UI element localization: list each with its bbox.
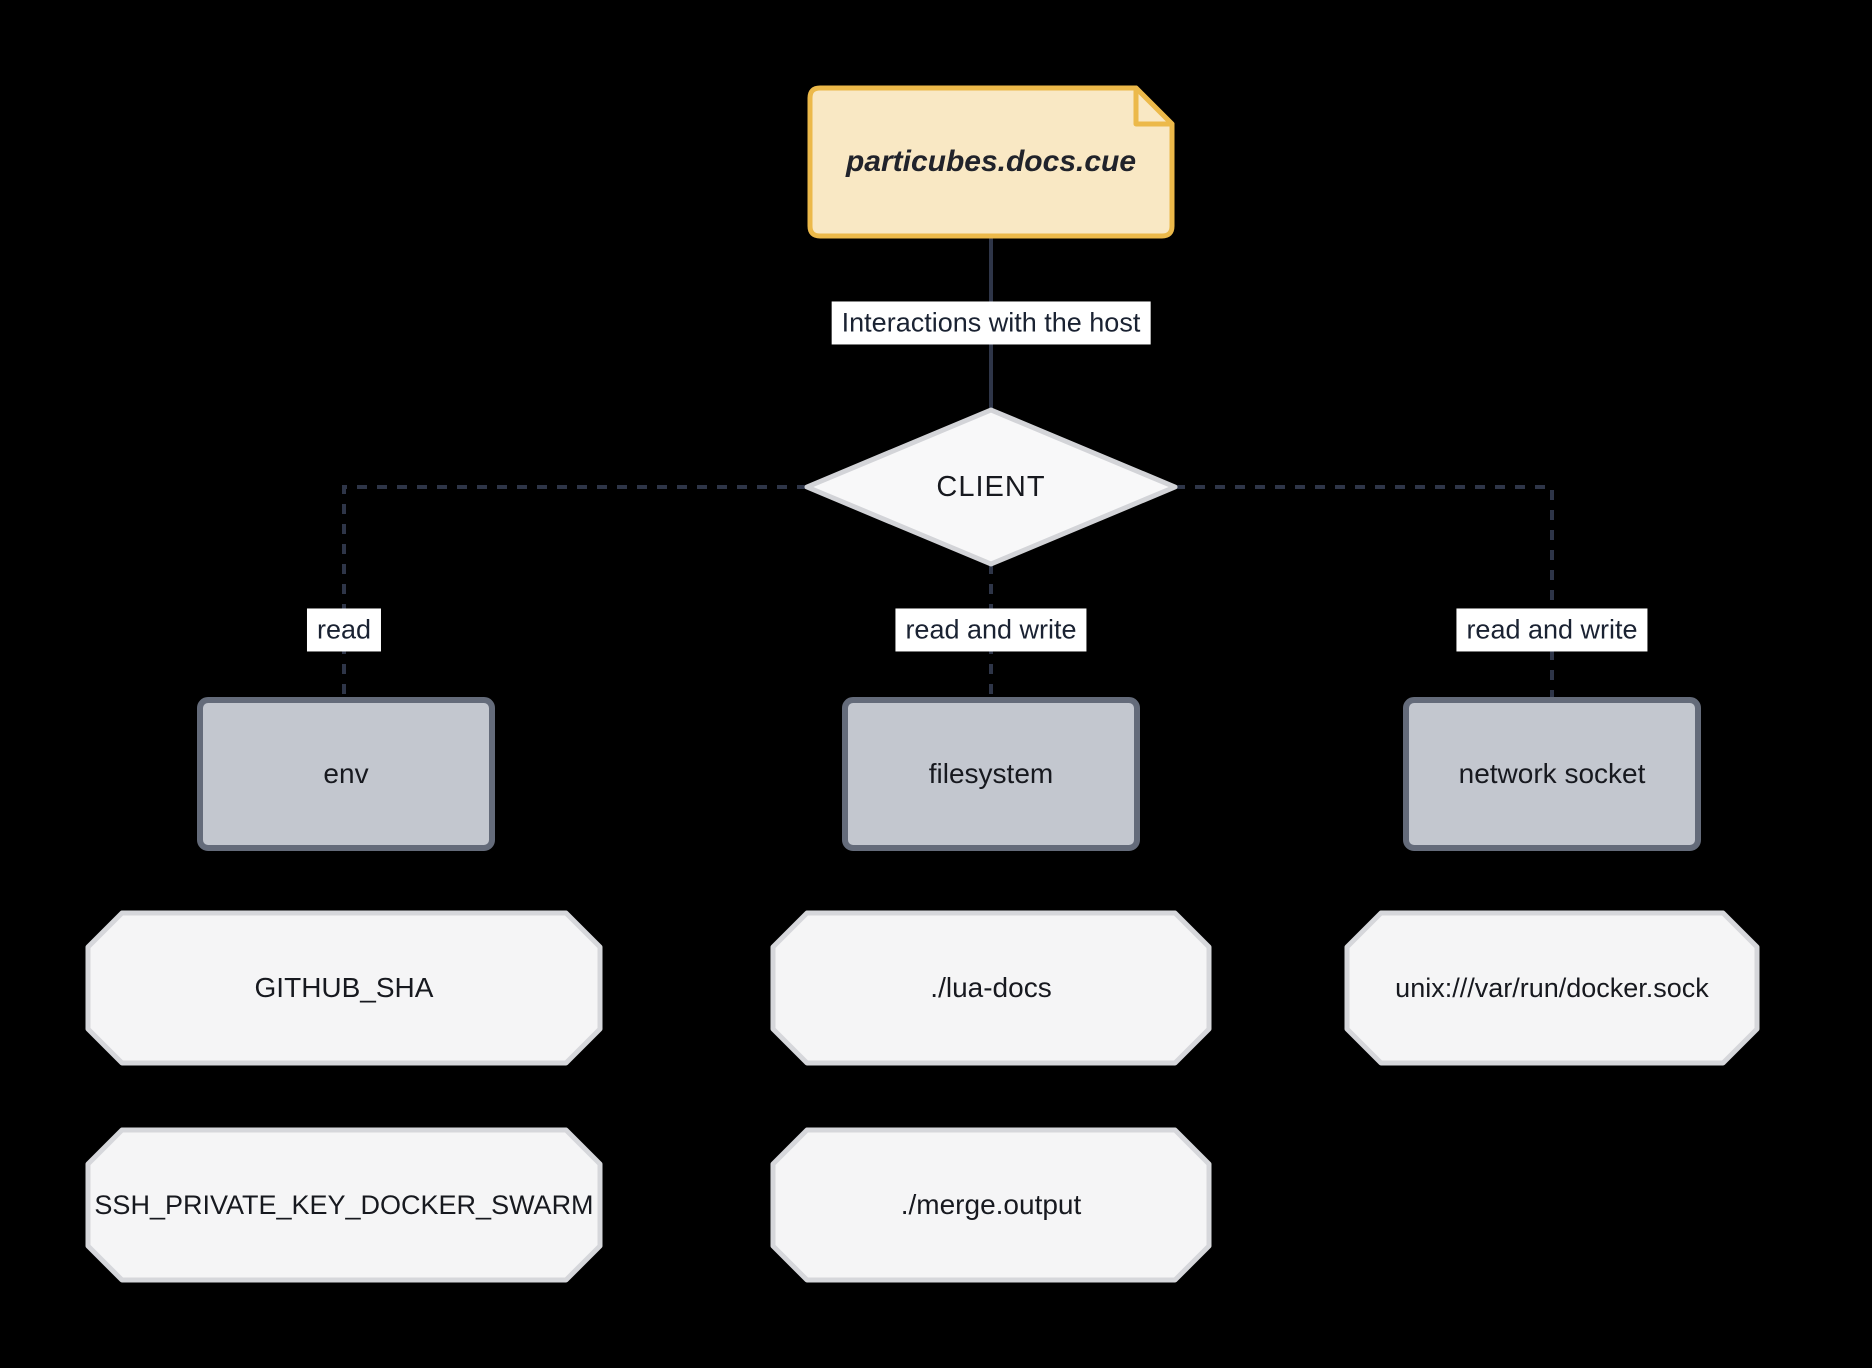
- connector-client-network-socket: [1175, 485, 1554, 700]
- env-box-shape: [197, 697, 495, 851]
- ssh-key-octagon-shape: [85, 1127, 603, 1283]
- edge-label-read: read: [306, 608, 382, 652]
- filesystem-box-shape: [842, 697, 1140, 851]
- note-shape: [807, 85, 1175, 239]
- lua-docs-octagon-shape: [770, 910, 1212, 1066]
- connector-client-env: [342, 485, 807, 700]
- edge-label-host-interactions: Interactions with the host: [831, 301, 1151, 345]
- edge-label-read-write-right: read and write: [1456, 608, 1648, 652]
- merge-output-octagon-shape: [770, 1127, 1212, 1283]
- client-diamond-shape: [804, 407, 1178, 567]
- github-sha-octagon-shape: [85, 910, 603, 1066]
- note-fold-corner-icon: [1133, 85, 1175, 127]
- edge-label-read-write-mid: read and write: [895, 608, 1087, 652]
- network-socket-box-shape: [1403, 697, 1701, 851]
- docker-sock-octagon-shape: [1344, 910, 1760, 1066]
